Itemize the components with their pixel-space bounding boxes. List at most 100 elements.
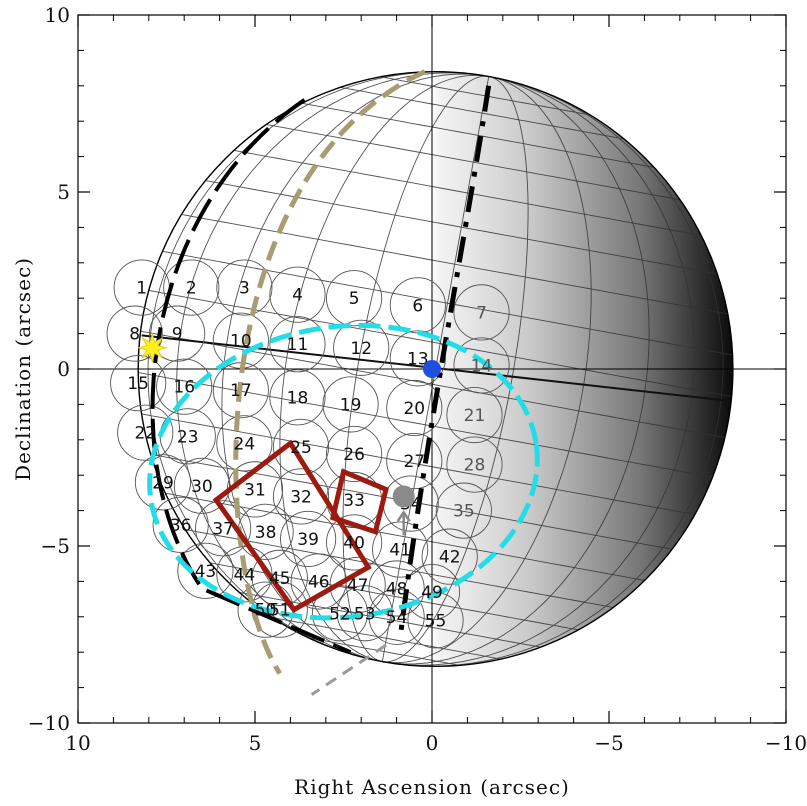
fiber-circle (386, 379, 443, 437)
fiber-circle (368, 588, 425, 645)
fiber-label-6: 6 (412, 296, 423, 316)
fiber-circle (269, 316, 326, 373)
parallel-line (272, 617, 502, 660)
fiber-label-25: 25 (290, 438, 312, 458)
fiber-label-41: 41 (389, 541, 411, 561)
meridian-line (382, 75, 529, 663)
fiber-label-1: 1 (136, 279, 147, 299)
x-tick-label: −10 (765, 731, 807, 755)
fiber-label-21: 21 (464, 406, 486, 426)
fiber-circle (163, 259, 220, 316)
fiber-label-2: 2 (186, 279, 197, 299)
fiber-label-46: 46 (308, 572, 330, 592)
fiber-circle (272, 468, 330, 525)
fiber-label-38: 38 (255, 523, 277, 543)
fiber-label-18: 18 (287, 388, 309, 408)
gray-arrow (396, 510, 411, 536)
meridian-line (382, 75, 592, 664)
meridian-line (382, 75, 695, 666)
fiber-label-31: 31 (244, 480, 266, 500)
fiber-label-28: 28 (464, 456, 486, 476)
y-tick-label: −5 (41, 534, 70, 558)
fiber-circle (269, 369, 326, 426)
fiber-label-19: 19 (340, 395, 362, 415)
meridian-line (382, 75, 650, 665)
fiber-circle (389, 330, 446, 387)
fiber-circle (336, 585, 393, 642)
dash-dot-meridian (397, 85, 492, 639)
fiber-label-7: 7 (476, 303, 487, 323)
gray-marker (392, 485, 415, 508)
x-axis-title: Right Ascension (arcsec) (294, 775, 570, 799)
fiber-circle (195, 500, 252, 557)
fiber-label-42: 42 (439, 548, 461, 568)
y-axis-title: Declination (arcsec) (11, 257, 35, 481)
parallel-line (148, 290, 732, 397)
fiber-label-32: 32 (290, 487, 312, 507)
fiber-label-17: 17 (230, 381, 252, 401)
fiber-circle (326, 425, 383, 483)
fiber-circle (372, 521, 429, 578)
fiber-circle (389, 277, 446, 334)
fiber-circle (272, 418, 330, 475)
fiber-label-13: 13 (407, 349, 429, 369)
fiber-label-30: 30 (191, 477, 213, 497)
fiber-circle (251, 549, 308, 606)
fiber-circle (216, 415, 273, 472)
fiber-circle (216, 546, 273, 603)
fiber-label-33: 33 (343, 491, 365, 511)
fiber-label-36: 36 (170, 516, 192, 536)
fiber-label-8: 8 (129, 325, 140, 345)
fiber-circle (216, 259, 273, 316)
fiber-circle (149, 305, 206, 362)
y-tick-label: −10 (28, 711, 70, 735)
fiber-label-51: 51 (269, 601, 291, 621)
fiber-circle (156, 358, 213, 415)
star-marker (136, 332, 168, 364)
fiber-circle (326, 270, 383, 327)
fiber-circle (110, 355, 167, 412)
fiber-label-22: 22 (134, 424, 156, 444)
fiber-circle (269, 266, 326, 323)
fiber-label-3: 3 (239, 279, 250, 299)
fiber-label-48: 48 (386, 579, 408, 599)
fiber-circle (326, 514, 383, 571)
fiber-label-35: 35 (453, 502, 475, 522)
fiber-circle (173, 457, 230, 514)
parallel-line (181, 214, 728, 315)
meridian-line (382, 75, 724, 667)
fiber-label-47: 47 (347, 576, 369, 596)
fiber-label-9: 9 (172, 325, 183, 345)
fiber-positions (106, 259, 510, 649)
fiber-circle (322, 376, 379, 433)
y-tick-label: 0 (57, 357, 70, 381)
fiber-label-15: 15 (127, 374, 149, 394)
fiber-circle (386, 432, 443, 490)
parallel-line (185, 529, 614, 608)
gray-trail (310, 643, 387, 696)
fiber-label-44: 44 (234, 565, 256, 585)
fiber-circle (134, 454, 192, 511)
fiber-circle (446, 436, 503, 493)
parallel-line (340, 86, 624, 140)
x-tick-label: 10 (65, 731, 90, 755)
parallel-line (210, 562, 579, 631)
parallel-line (162, 250, 733, 356)
fiber-circle (106, 305, 163, 362)
fiber-label-37: 37 (212, 519, 234, 539)
fiber-circle (329, 556, 386, 614)
fiber-label-39: 39 (297, 530, 319, 550)
parallel-line (205, 180, 718, 275)
fiber-label-29: 29 (152, 473, 174, 493)
fiber-circle (177, 542, 234, 599)
parallel-line (140, 330, 726, 438)
fiber-label-4: 4 (292, 286, 303, 306)
y-tick-label: 5 (57, 180, 70, 204)
fiber-label-23: 23 (177, 427, 199, 447)
parallel-line (138, 372, 713, 478)
fiber-label-55: 55 (425, 611, 447, 631)
